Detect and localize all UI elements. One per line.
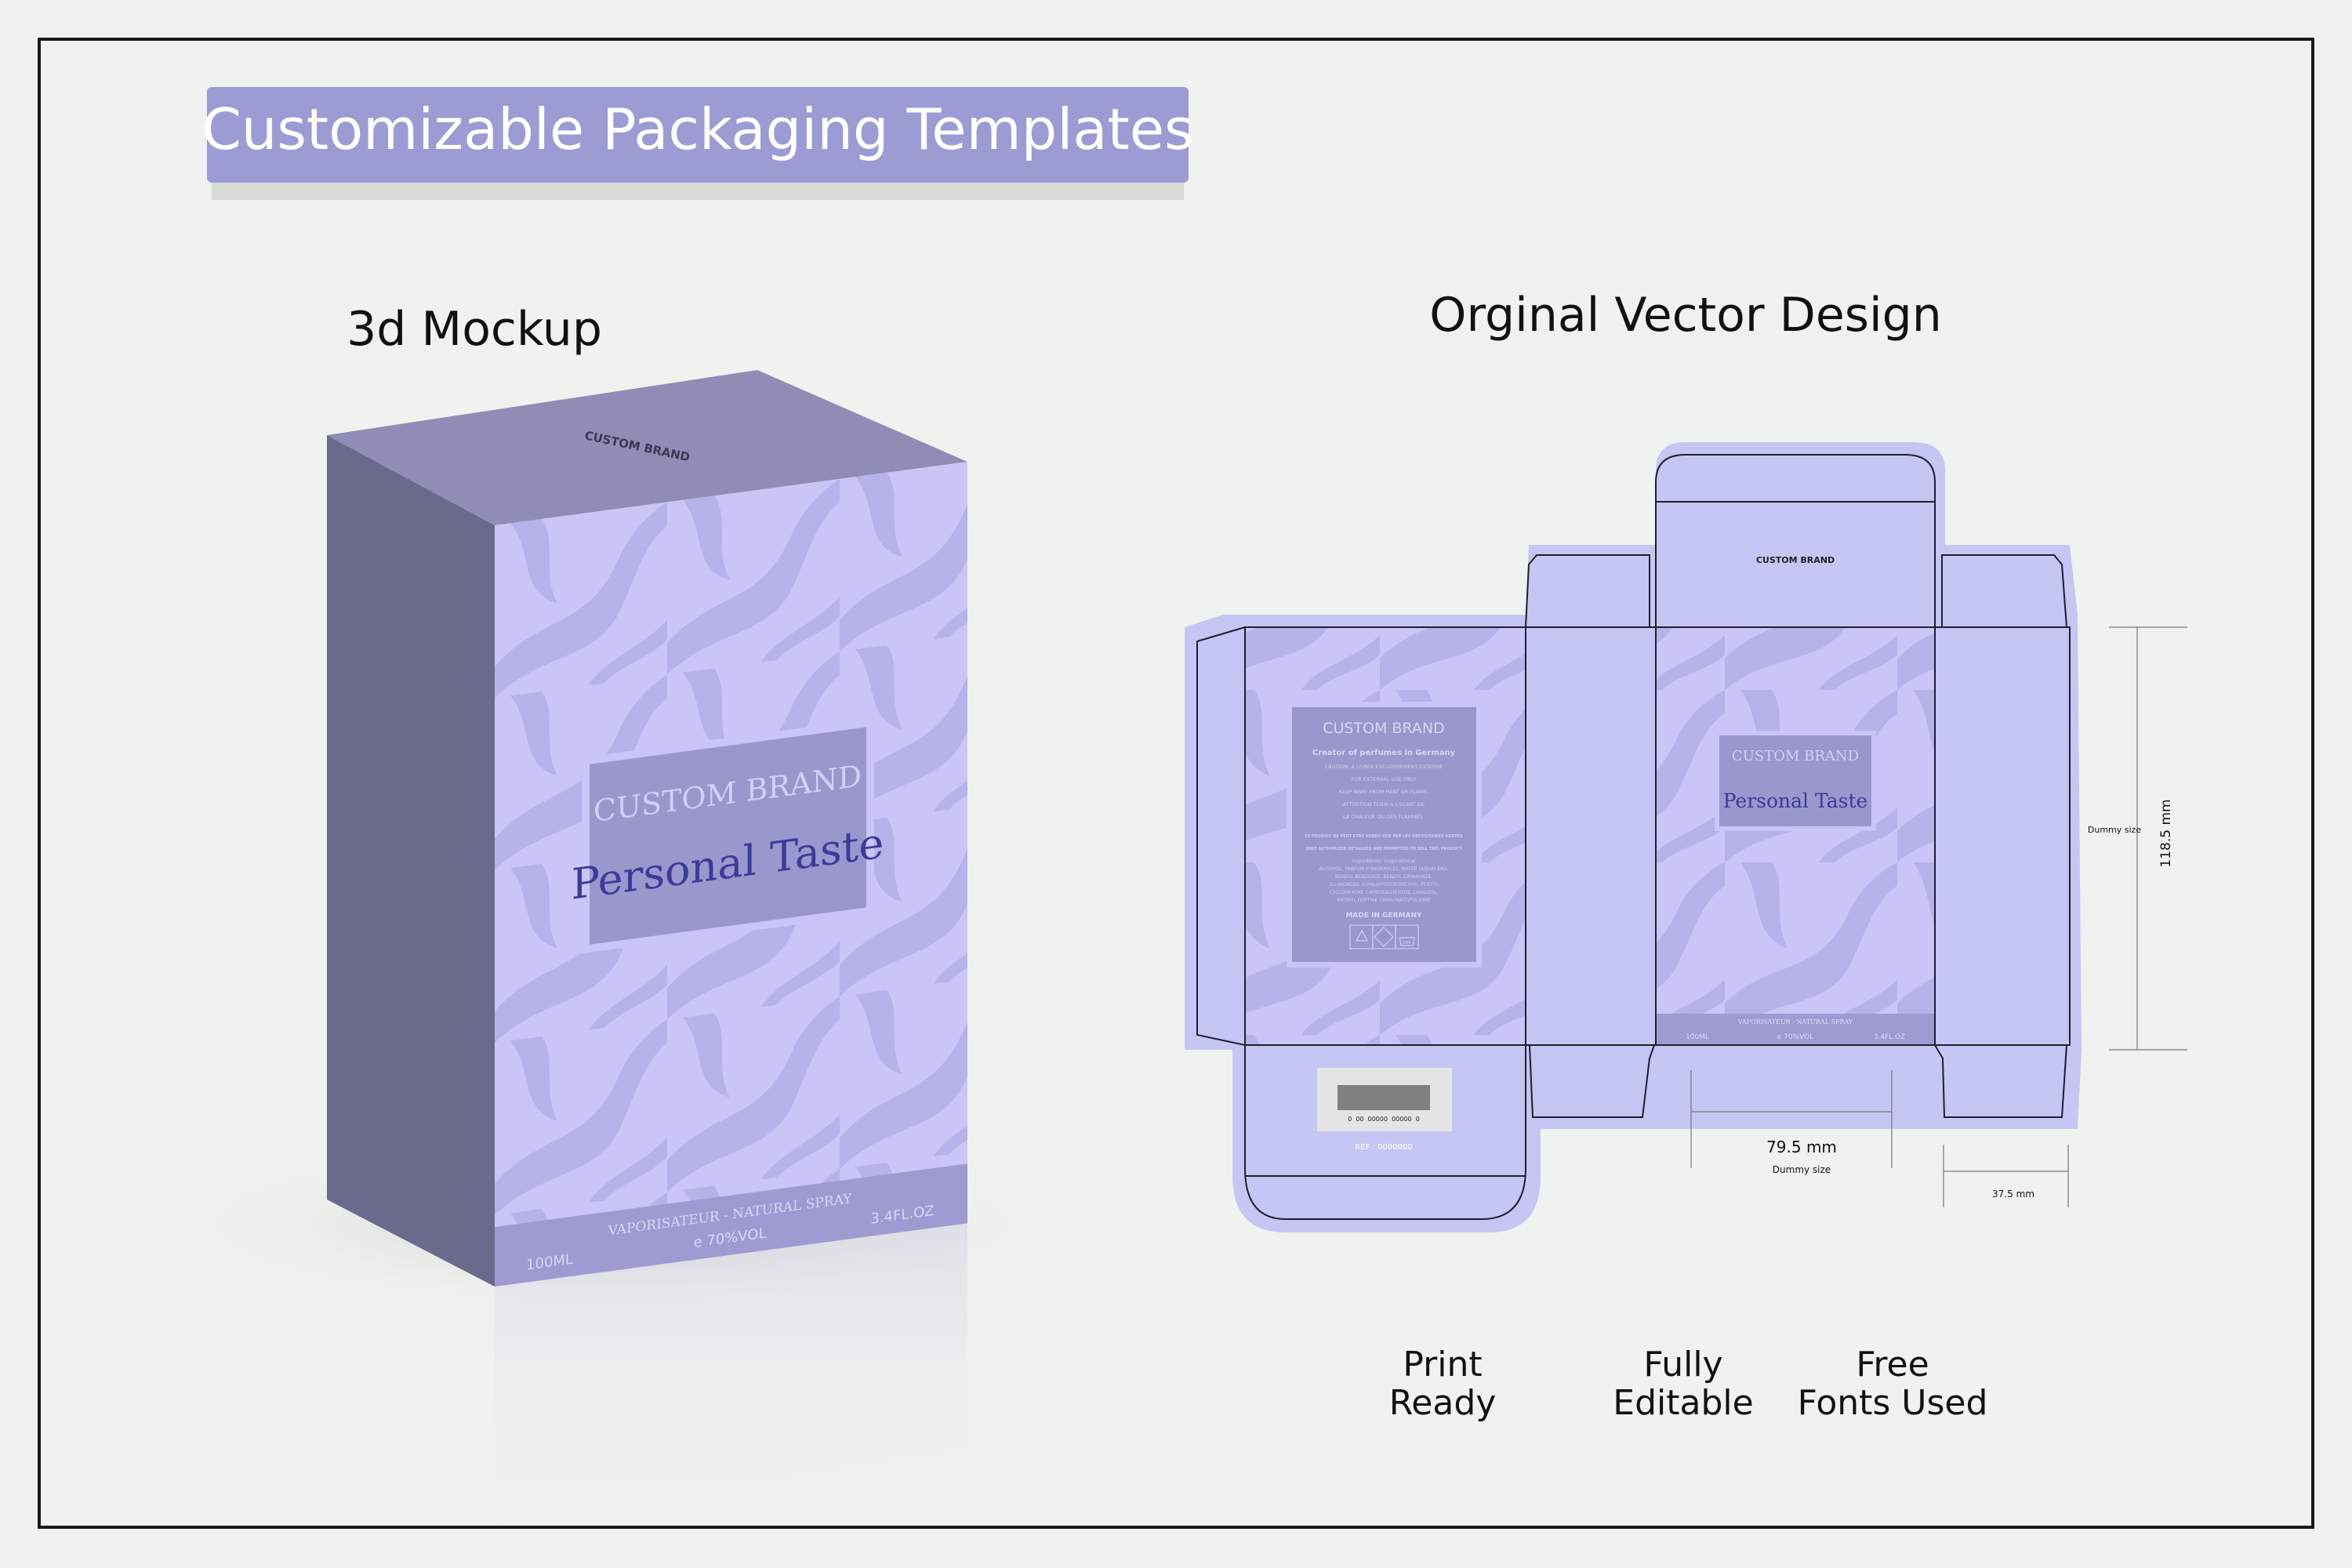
back-line: ALCOHOL, PARFUM (FRAGRANCE), WATER (AQUA… — [1319, 866, 1449, 872]
feature-print-line1: Print — [1403, 1345, 1482, 1385]
box-bottom-band — [495, 1163, 967, 1287]
back-line: BENZYL BENZOATE, BENZYL CINNAMATE, — [1335, 874, 1432, 880]
feature-editable-line1: Fully — [1643, 1345, 1722, 1385]
back-brand: CUSTOM BRAND — [1323, 720, 1445, 737]
back-line: ONLY AUTHORIZED RETAILERS ARE PERMITTED … — [1305, 847, 1462, 851]
top-flap-brand: CUSTOM BRAND — [1756, 555, 1835, 565]
feature-print-line2: Ready — [1389, 1383, 1497, 1423]
front-product: Personal Taste — [1723, 789, 1868, 812]
back-line: METHYL HEPTINE CARBONATE/FOLIONE — [1338, 898, 1431, 903]
mockup-heading: 3d Mockup — [347, 302, 602, 357]
back-line: FOR EXTERNAL USE ONLY — [1351, 776, 1416, 782]
back-text-lines: CAUTION: A USAGE EXCLUSIVEMENT EXTERNE F… — [1305, 764, 1463, 903]
height-dimension: 118.5 mm — [2158, 799, 2174, 867]
depth-dimension: 37.5 mm — [1992, 1189, 2034, 1200]
banner-title: Customizable Packaging Templates — [201, 96, 1193, 162]
back-creator: Creator of perfumes in Germany — [1312, 749, 1456, 757]
pao-label: 36M — [1403, 941, 1411, 946]
front-volume: 100ML — [1686, 1033, 1709, 1041]
front-spray: VAPORISATEUR - NATURAL SPRAY — [1737, 1018, 1853, 1025]
back-line: ATTENTION TENIR A L'ECART DE — [1343, 801, 1425, 808]
pao-icon — [1395, 924, 1419, 949]
feature-editable-line2: Editable — [1613, 1383, 1753, 1423]
barcode-ref: REF : 0000000 — [1355, 1143, 1412, 1152]
width-note: Dummy size — [1773, 1164, 1831, 1175]
back-line: D-LIMONENE, LYRAL/HYDROXYMETHYL PENTYL — [1329, 882, 1439, 887]
width-dimension: 79.5 mm — [1766, 1138, 1837, 1156]
vector-heading: Orginal Vector Design — [1429, 288, 1942, 343]
back-label: CUSTOM BRAND Creator of perfumes in Germ… — [1287, 702, 1482, 967]
features: Print Ready Fully Editable Free Fonts Us… — [1389, 1345, 1988, 1423]
title-banner: Customizable Packaging Templates — [201, 87, 1194, 200]
box-top-face — [327, 370, 967, 525]
box-front-face: CUSTOM BRAND Personal Taste VAPORISATEUR… — [495, 462, 967, 1287]
back-line: CYCLOHEXENE CARBOXALDEHYDE, LINALOOL, — [1330, 890, 1439, 895]
height-note: Dummy size — [2088, 825, 2141, 835]
barcode-digits: 0 00 00000 00000 0 — [1348, 1116, 1420, 1123]
box-label: CUSTOM BRAND Personal Taste — [572, 718, 884, 954]
box-side-face — [327, 435, 495, 1287]
barcode: 0 00 00000 00000 0 REF : 0000000 — [1317, 1068, 1452, 1152]
front-panel — [1657, 628, 1934, 1044]
dimension-lines — [1690, 626, 2187, 1207]
front-alcohol: e 70%VOL — [1777, 1033, 1814, 1041]
feature-fonts-line1: Free — [1856, 1345, 1929, 1385]
back-line: Ingredients: Inspirational — [1352, 858, 1415, 864]
back-line: CAUTION: A USAGE EXCLUSIVEMENT EXTERNE — [1325, 764, 1443, 770]
feature-fonts-line2: Fonts Used — [1798, 1383, 1988, 1423]
box-mockup: CUSTOM BRAND CUSTOM BRAND Personal Taste… — [172, 370, 1051, 1529]
frame-border — [38, 38, 2314, 1529]
front-ounces: 3.4FL.OZ — [1874, 1033, 1906, 1041]
dieline: CUSTOM BRAND CUSTOM BRAND Personal Taste… — [1185, 442, 2187, 1232]
back-line: KEEP AWAY FROM HEAT OR FLAME. — [1339, 789, 1428, 795]
box-reflection — [495, 1214, 967, 1529]
back-made-in: MADE IN GERMANY — [1345, 912, 1422, 920]
front-brand: CUSTOM BRAND — [1732, 748, 1859, 764]
front-bottom-band — [1657, 1014, 1934, 1044]
back-line: CE PRODUIT NE PEUT ETRE VENDU QUE PAR LE… — [1305, 834, 1463, 839]
back-line: LA CHALEUR OU DES FLAMMES. — [1343, 814, 1425, 820]
